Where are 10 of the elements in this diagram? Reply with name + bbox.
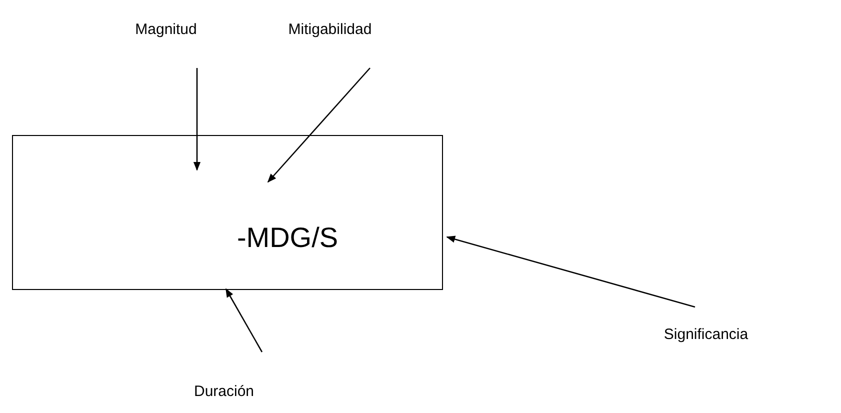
label-text: Significancia (648, 323, 764, 347)
label-text: Mitigabilidad (262, 18, 398, 42)
label-text: Duración (180, 380, 268, 404)
formula-box (12, 135, 443, 290)
arrow (225, 288, 263, 352)
arrow (267, 68, 370, 183)
arrow (193, 68, 201, 171)
formula-text: -MDG/S (236, 220, 338, 254)
arrow (446, 236, 696, 308)
label-text: Magnitud (116, 18, 216, 42)
